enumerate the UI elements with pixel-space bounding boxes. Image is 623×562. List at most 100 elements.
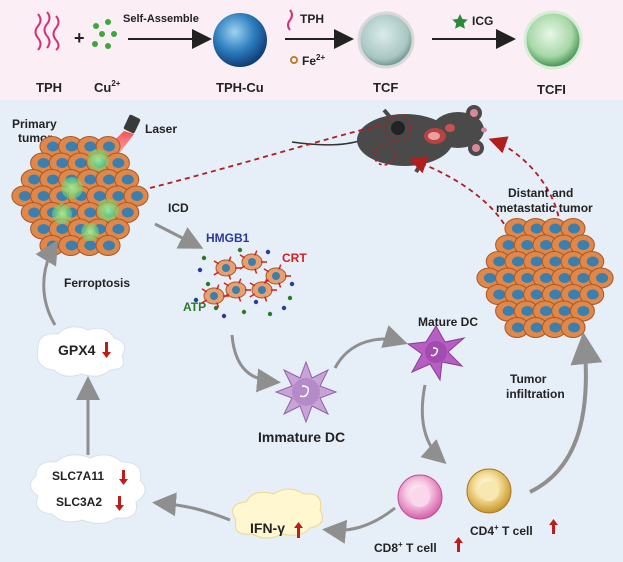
tumor-cell (95, 235, 121, 256)
damp-particle (265, 249, 271, 255)
photothermal-glow (61, 177, 83, 199)
icg-star-icon (452, 14, 468, 29)
cd8-t-cell-label: CD8+ T cell (374, 540, 437, 555)
tumor-cell (513, 234, 539, 256)
cd8-up-arrow-icon (454, 537, 463, 552)
gpx4-cloud (36, 326, 126, 377)
tumor-cell (551, 300, 577, 322)
mature-dc-cell (406, 325, 466, 382)
tph-arrow-label: TPH (300, 12, 324, 26)
tumor-cell (579, 284, 605, 305)
slc3a2-down-arrow-icon (115, 496, 124, 511)
damp-particle (287, 295, 293, 301)
tph-cu-particle (213, 13, 267, 67)
tumor-cell (76, 202, 102, 223)
tumor-cell (114, 202, 140, 223)
tumor-cell (495, 300, 521, 322)
cd8-to-ifn-arrow (322, 506, 396, 544)
immature-dc-cell (274, 360, 338, 424)
photothermal-glow (81, 223, 99, 241)
tph-squiggles (34, 11, 60, 51)
tumor-cell (560, 218, 586, 239)
damps-to-immature-dc-arrow (230, 334, 281, 393)
tph-cu-label: TPH-Cu (216, 80, 264, 95)
tumor-infiltration-label-2: infiltration (506, 387, 565, 401)
tumor-cell (541, 284, 567, 305)
damp-particle (289, 281, 295, 287)
tumor-cell (532, 234, 558, 256)
mouse-model (291, 105, 487, 174)
laser-label: Laser (145, 122, 177, 136)
primary-tumor-site-marker (384, 114, 412, 142)
gpx4-to-tumor-arrow (35, 239, 59, 326)
damp-particle (281, 305, 287, 311)
gpx4-label: GPX4 (58, 342, 96, 358)
fe-label: Fe2+ (302, 53, 325, 68)
tumor-cell (48, 152, 74, 174)
self-assemble-label: Self-Assemble (123, 13, 199, 25)
distant-to-mouse-dashed-arrow-2 (488, 136, 561, 226)
dying-tumor-cell (213, 256, 241, 280)
slc7a11-label: SLC7A11 (52, 469, 104, 483)
tumor-cell (495, 267, 521, 289)
cd4-t-cell-label: CD4+ T cell (470, 523, 533, 538)
tumor-cell (569, 267, 595, 289)
atp-label: ATP (183, 300, 206, 314)
distant-tumor-label-2: metastatic tumor (496, 201, 593, 215)
tumor-cell (39, 136, 65, 157)
copper-ions (92, 19, 117, 49)
damp-particle (267, 311, 273, 317)
tcf-particle (357, 11, 415, 69)
tumor-cell (560, 317, 586, 338)
damp-particle (221, 313, 227, 319)
damp-particle (197, 267, 203, 273)
plus-sign: + (74, 28, 85, 48)
primary-to-mouse-dashed-line (149, 123, 386, 189)
tumor-cell (504, 284, 530, 305)
tumor-cell (76, 235, 102, 256)
immature-to-mature-dc-arrow (333, 325, 408, 369)
damp-particles-cluster (193, 247, 295, 319)
tumor-cell (560, 251, 586, 272)
tumor-cell (495, 234, 521, 256)
tumor-infiltration-arrow (529, 332, 603, 494)
mature-dc-label: Mature DC (418, 315, 478, 329)
cd4-t-cell-nucleus (479, 481, 499, 501)
tcfi-label: TCFI (537, 82, 566, 97)
ferroptosis-label: Ferroptosis (64, 276, 130, 290)
tumor-cell (123, 185, 149, 207)
cd8-t-cell-nucleus (410, 487, 430, 507)
tumor-cell (39, 169, 65, 190)
hmgb1-label: HMGB1 (206, 231, 250, 245)
synthesis-band (0, 0, 623, 100)
tumor-cell (541, 218, 567, 239)
tumor-cell (58, 136, 84, 157)
damp-particle (253, 299, 259, 305)
distant-tumor-label-1: Distant and (508, 186, 573, 200)
tcf-label: TCF (373, 80, 398, 95)
icg-label: ICG (472, 14, 493, 28)
tumor-cell (513, 267, 539, 289)
damp-particle (241, 309, 247, 315)
tumor-cell (485, 251, 511, 272)
photothermal-glow (97, 199, 119, 221)
photothermal-glow (52, 204, 72, 224)
cu-label: Cu2+ (94, 79, 121, 95)
slc7a11-down-arrow-icon (119, 470, 128, 485)
dying-tumor-cell (263, 264, 291, 288)
dying-tumor-cell (223, 278, 251, 302)
immature-dc-label: Immature DC (258, 429, 345, 445)
tumor-cell (30, 152, 56, 174)
distant-tumor-cluster (476, 218, 614, 338)
dying-tumor-cell (201, 284, 229, 308)
tph-label: TPH (36, 80, 62, 95)
tumor-infiltration-label-1: Tumor (510, 372, 547, 386)
tcfi-particle (523, 10, 583, 70)
ifn-up-arrow-icon (294, 522, 303, 538)
tumor-cell (30, 185, 56, 207)
gpx4-down-arrow-icon (102, 342, 111, 358)
primary-tumor-cluster (11, 136, 149, 256)
fe-ion-icon (290, 56, 298, 64)
